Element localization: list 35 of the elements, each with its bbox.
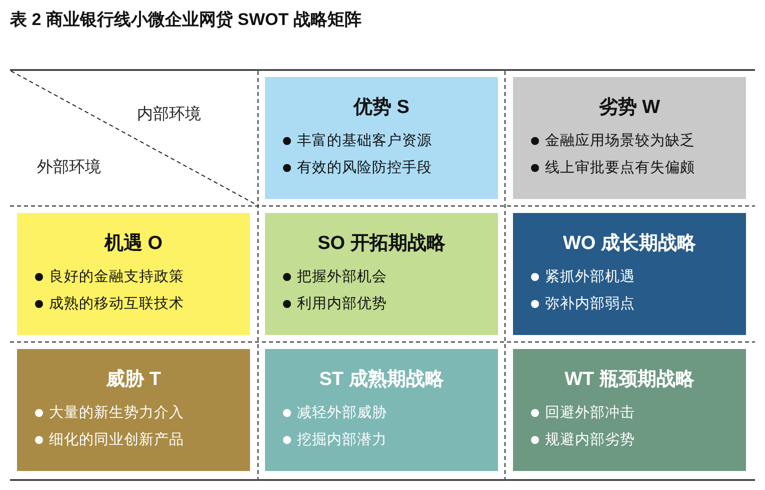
panel-heading: WO 成长期战略 <box>562 232 697 256</box>
quadrant-panel <box>17 213 250 335</box>
list-item: 紧抓外部机遇 <box>545 268 635 287</box>
list-item: 细化的同业创新产品 <box>49 430 184 450</box>
quadrant-panel <box>513 213 746 335</box>
list-item: 规避内部劣势 <box>545 430 635 450</box>
list-item: 挖掘内部潜力 <box>297 430 387 450</box>
panel-heading: 劣势 W <box>598 96 662 120</box>
quadrant-panel <box>17 349 250 471</box>
axis-label: 外部环境 <box>37 158 101 178</box>
list-item: 大量的新生势力介入 <box>49 404 184 423</box>
quadrant-panel <box>265 77 498 199</box>
quadrant-panel <box>265 213 498 335</box>
axis-label: 内部环境 <box>137 104 201 125</box>
panel-heading: WT 瓶颈期战略 <box>564 368 696 392</box>
list-item: 丰富的基础客户资源 <box>297 132 432 151</box>
panel-heading: SO 开拓期战略 <box>316 232 446 256</box>
list-item: 把握外部机会 <box>297 268 387 287</box>
list-item: 良好的金融支持政策 <box>49 268 184 287</box>
panel-heading: 威胁 T <box>104 368 162 392</box>
quadrant-panel <box>513 349 746 471</box>
panel-heading: 优势 S <box>352 96 410 120</box>
list-item: 成熟的移动互联技术 <box>49 295 184 314</box>
list-item: 有效的风险防控手段 <box>297 158 432 178</box>
list-item: 减轻外部威胁 <box>297 404 387 423</box>
list-item: 线上审批要点有失偏颇 <box>545 158 695 178</box>
list-item: 金融应用场景较为缺乏 <box>545 132 695 151</box>
list-item: 利用内部优势 <box>297 294 387 314</box>
panel-heading: 机遇 O <box>103 232 164 256</box>
table-title: 表 2 商业银行线小微企业网贷 SWOT 战略矩阵 <box>10 9 362 31</box>
list-item: 弥补内部弱点 <box>545 294 635 314</box>
list-item: 回避外部冲击 <box>545 404 635 423</box>
quadrant-panel <box>265 349 498 471</box>
panel-heading: ST 成熟期战略 <box>318 368 445 392</box>
quadrant-panel <box>513 77 746 199</box>
